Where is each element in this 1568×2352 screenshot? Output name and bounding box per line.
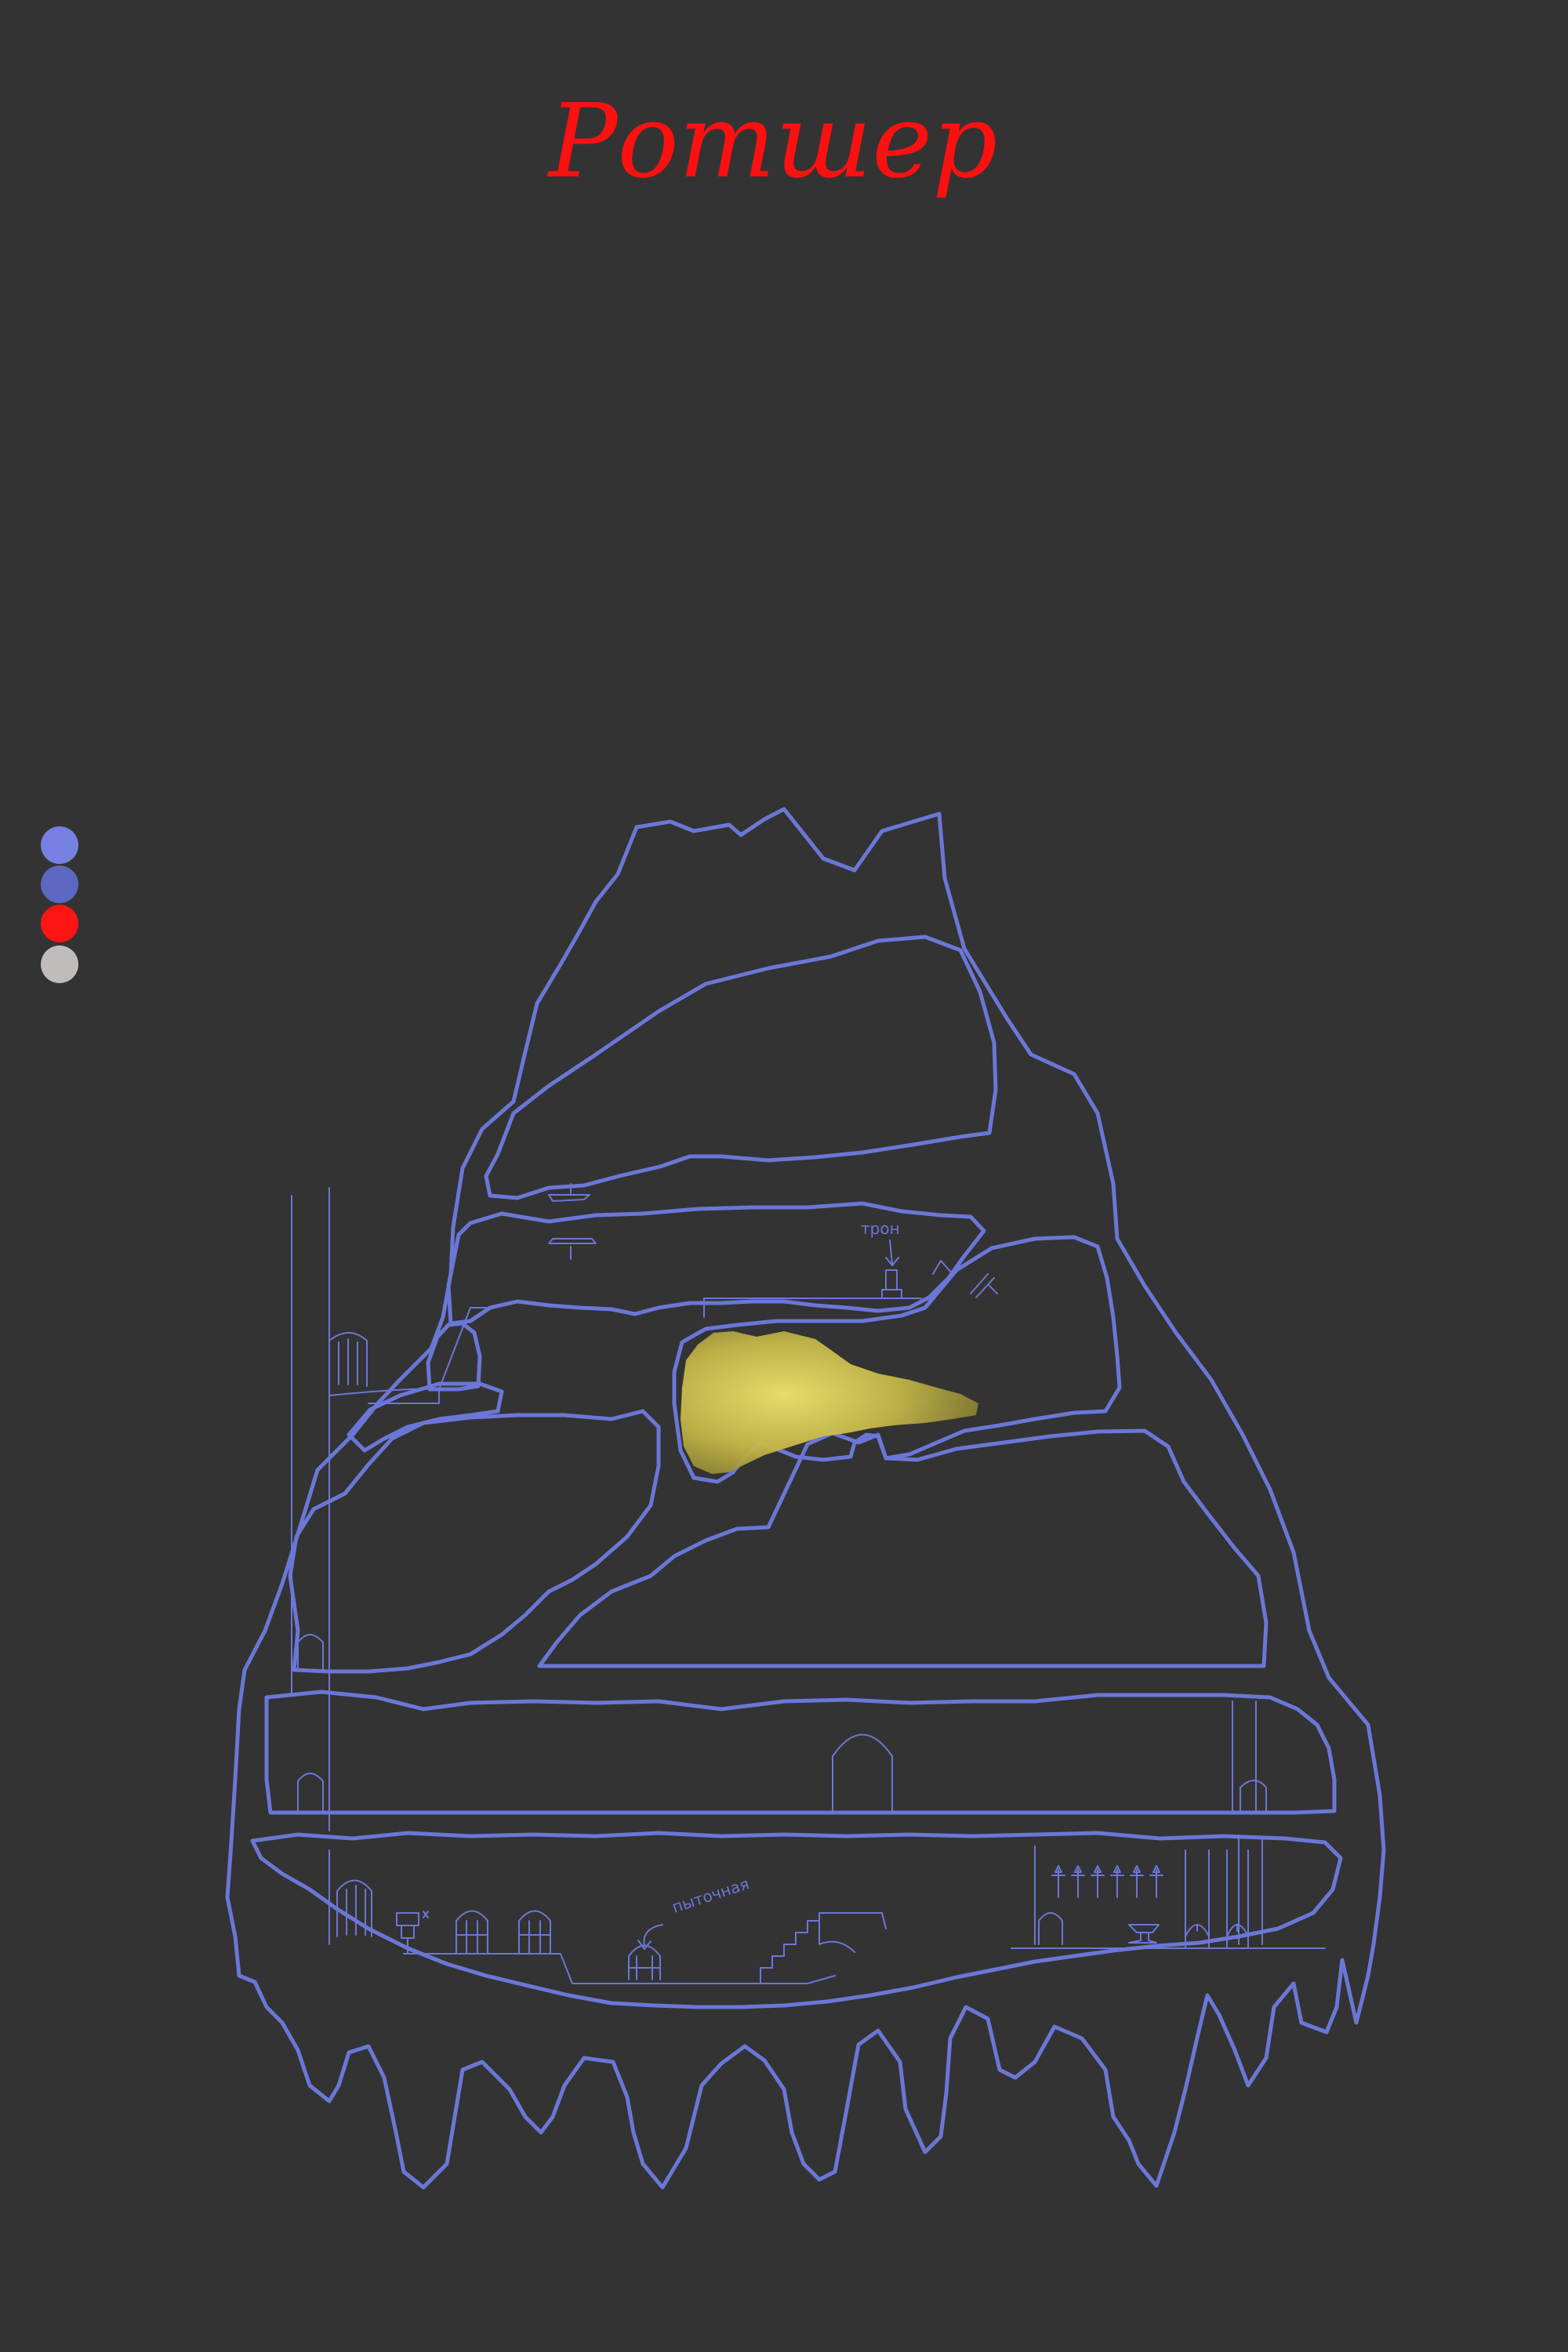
arched-door-left-upper (329, 1333, 367, 1386)
throne-label-arrow (886, 1240, 898, 1265)
gold-treasure-pile (681, 1331, 978, 1474)
throne (882, 1270, 902, 1298)
armory-arch-door (1039, 1913, 1062, 1944)
arched-door-lower-center (833, 1735, 892, 1812)
mountain-silhouette (227, 809, 1384, 2187)
arched-door-lower-left (298, 1773, 323, 1811)
tunnel-great-hall-left (290, 1411, 659, 1671)
arched-door-lower-right (1240, 1780, 1266, 1811)
page-title: Ротшер (547, 82, 997, 201)
dungeon-stairs (760, 1913, 886, 1984)
left-tower-shaft (292, 1188, 329, 1944)
throne-label: трон (861, 1219, 900, 1238)
anvil (1129, 1925, 1159, 1943)
torture-room-label-arrow (638, 1925, 662, 1949)
torture-room-label: пыточная (670, 1874, 751, 1916)
tunnel-throne-hall (448, 1203, 984, 1323)
dungeon-cell-window-1 (456, 1911, 488, 1955)
tunnel-lower-hall (267, 1692, 1334, 1813)
color-swatch-periwinkle[interactable] (41, 826, 78, 864)
ledge-lower (549, 1239, 596, 1259)
color-swatch-light-gray[interactable] (41, 946, 78, 983)
tunnel-network (252, 937, 1341, 2007)
tunnel-cave-top (486, 937, 996, 1198)
stake-figure (397, 1911, 428, 1954)
torture-room-door (629, 1946, 660, 1980)
tunnel-great-hall-right (539, 1431, 1266, 1666)
color-palette (41, 826, 78, 983)
forge-furnace-left (1185, 1850, 1209, 1948)
color-swatch-red[interactable] (41, 905, 78, 942)
color-swatch-slate-blue[interactable] (41, 866, 78, 903)
tunnel-dungeon (252, 1833, 1341, 2007)
dungeon-cell-window-2 (519, 1911, 550, 1955)
armory-swords (1052, 1866, 1163, 1897)
arched-door-hall (298, 1635, 323, 1670)
